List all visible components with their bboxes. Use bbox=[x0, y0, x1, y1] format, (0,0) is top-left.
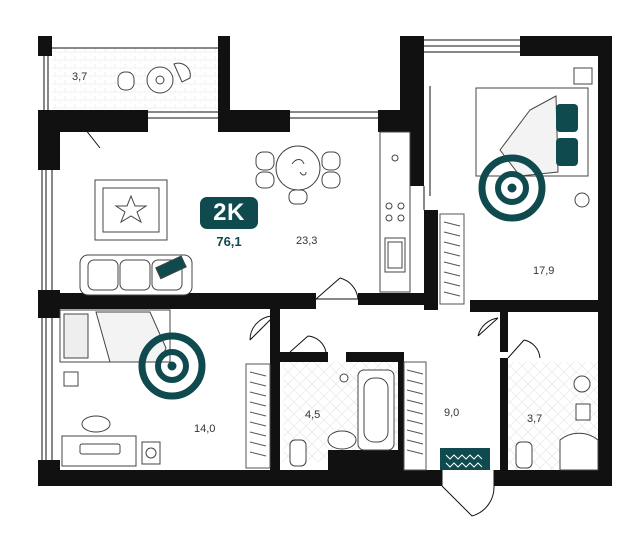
rug-icon bbox=[94, 179, 168, 241]
hallway-rug-icon bbox=[440, 448, 490, 470]
kitchen-icon bbox=[379, 131, 411, 293]
toilet-icon bbox=[515, 375, 599, 471]
room-area-bathroom: 4,5 bbox=[305, 409, 321, 421]
desk-icon bbox=[61, 415, 161, 467]
room-area-balcony: 3,7 bbox=[72, 71, 88, 83]
balcony-table-icon bbox=[117, 62, 191, 94]
room-area-bedroom-right: 17,9 bbox=[533, 265, 555, 277]
room-area-bedroom-left: 14,0 bbox=[194, 423, 216, 435]
apartment-type-badge: 2K bbox=[200, 197, 258, 229]
dining-table-icon bbox=[255, 145, 341, 205]
doors bbox=[77, 116, 541, 517]
bathtub-icon bbox=[289, 369, 395, 467]
rug-left-icon bbox=[138, 332, 206, 400]
room-area-hallway: 9,0 bbox=[444, 407, 460, 419]
bed-left-icon bbox=[59, 309, 171, 387]
room-area-toilet: 3,7 bbox=[527, 413, 543, 425]
windows bbox=[41, 39, 520, 460]
walls bbox=[38, 36, 612, 486]
sofa-icon bbox=[79, 254, 193, 296]
room-area-living-kitchen: 23,3 bbox=[296, 235, 318, 247]
bed-right-icon bbox=[475, 67, 593, 208]
total-area: 76,1 bbox=[216, 234, 242, 249]
rug-right-icon bbox=[478, 154, 546, 222]
wardrobes bbox=[245, 213, 465, 471]
